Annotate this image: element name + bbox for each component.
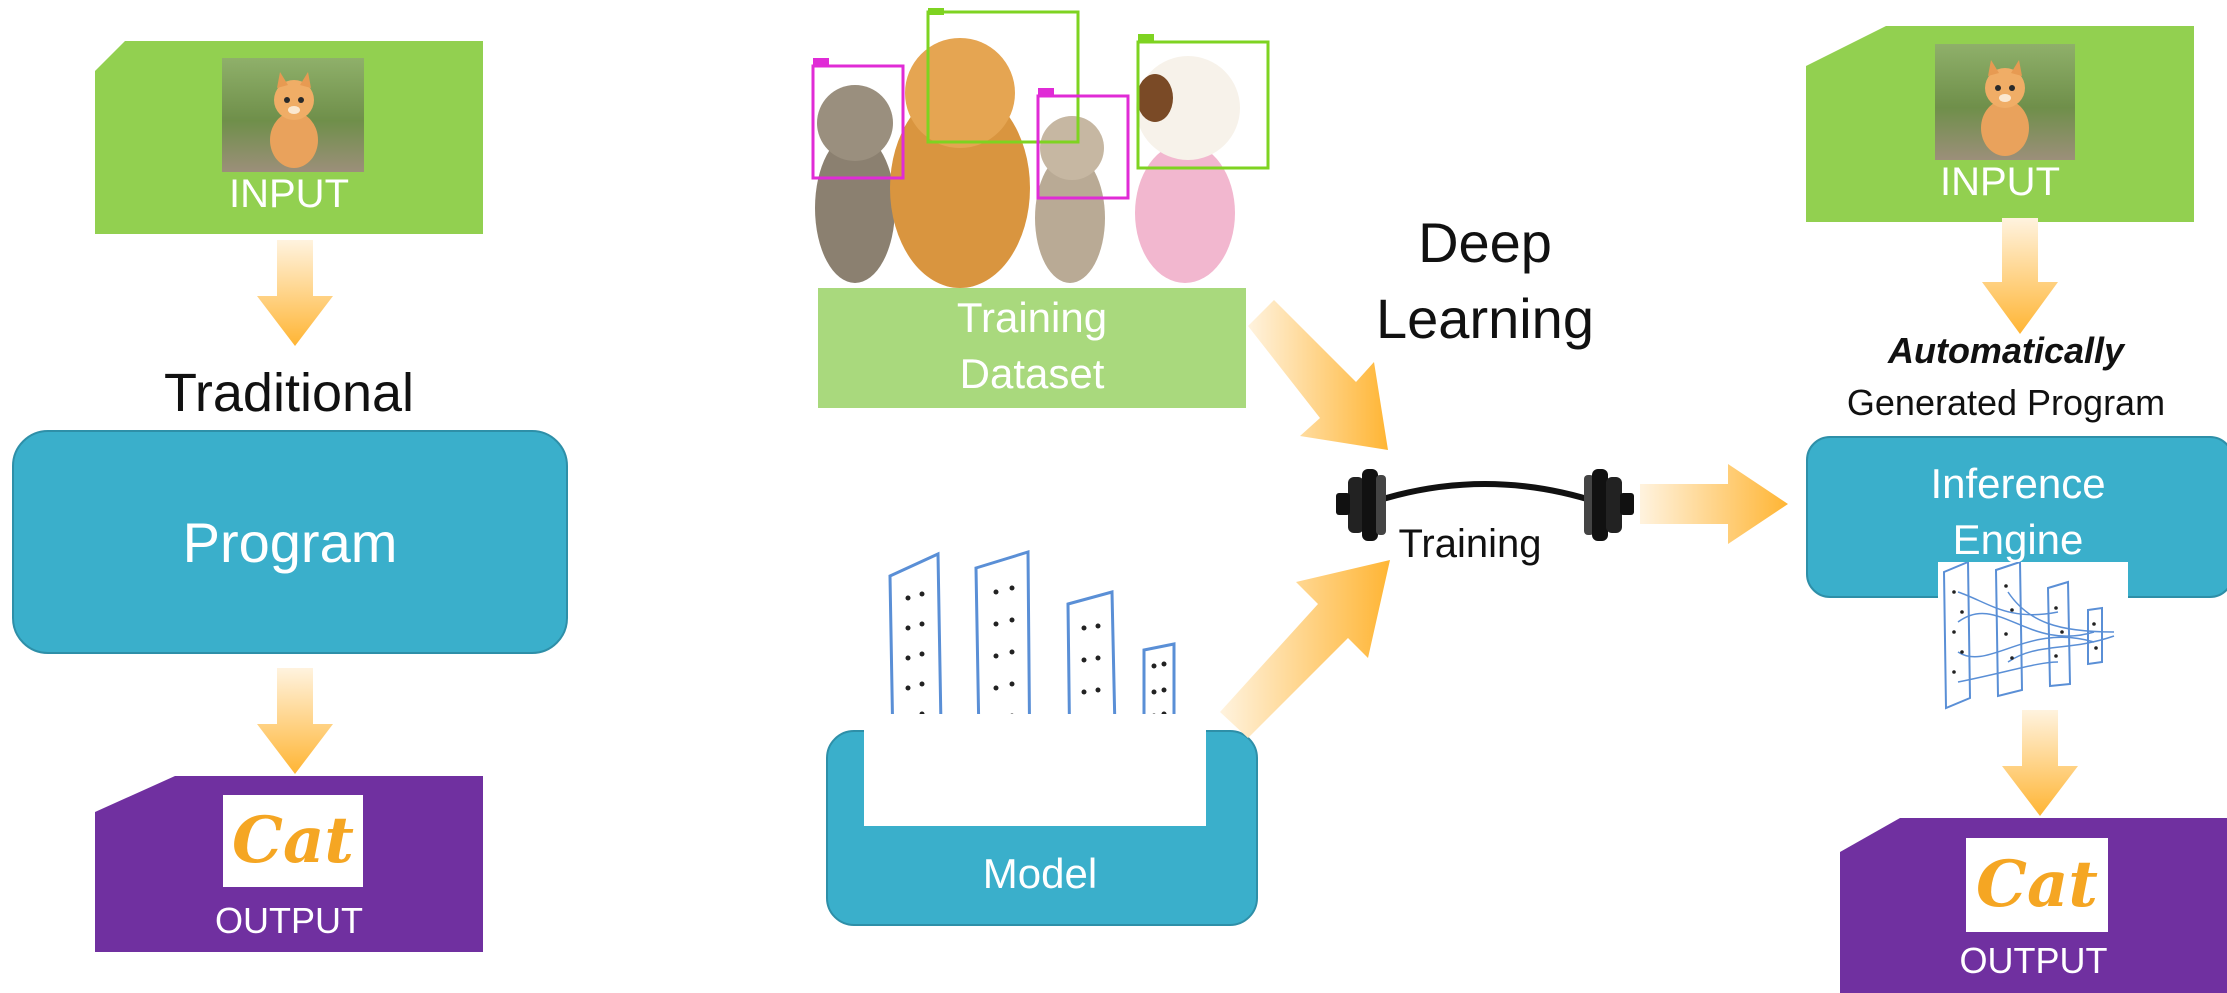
arrow-down-icon xyxy=(257,240,333,346)
traditional-input-label: INPUT xyxy=(229,172,349,216)
training-dataset-box xyxy=(818,288,1246,408)
cat-word-image: Cat xyxy=(223,795,363,887)
inference-engine-label: Inference Engine xyxy=(1930,460,2106,563)
training-dataset-label: Training Dataset xyxy=(956,294,1108,397)
cat-word: Cat xyxy=(232,803,354,878)
barbell-icon xyxy=(1336,469,1634,541)
arrow-right-down-icon xyxy=(1248,300,1388,450)
generated-program-label: Generated Program xyxy=(1846,382,2166,423)
deep-learning-label: Deep Learning xyxy=(1376,211,1594,350)
arrow-right-icon xyxy=(1640,464,1788,544)
program-label: Program xyxy=(182,511,398,574)
arrow-down-icon xyxy=(1982,218,2058,334)
dog-cat-photo xyxy=(810,8,1280,288)
right-output-label: OUTPUT xyxy=(1959,940,2108,981)
arrow-down-icon xyxy=(2002,710,2078,816)
training-label: Training xyxy=(1398,522,1542,566)
traditional-title: Traditional xyxy=(163,363,415,423)
traditional-output-label: OUTPUT xyxy=(215,900,363,941)
cat-word: Cat xyxy=(1976,847,2098,922)
program-box xyxy=(12,430,568,654)
arrow-down-icon xyxy=(257,668,333,774)
cat-photo xyxy=(1935,44,2075,160)
right-input-label: INPUT xyxy=(1940,160,2060,204)
arrow-right-up-icon xyxy=(1220,560,1390,738)
cat-photo xyxy=(222,58,364,172)
model-box-inner xyxy=(864,714,1206,826)
cat-word-image: Cat xyxy=(1966,838,2108,932)
model-label: Model xyxy=(982,850,1098,897)
engine-net-panel xyxy=(1938,560,2128,712)
neural-net-icon xyxy=(1942,560,2115,710)
automatically-label: Automatically xyxy=(1887,330,2125,371)
